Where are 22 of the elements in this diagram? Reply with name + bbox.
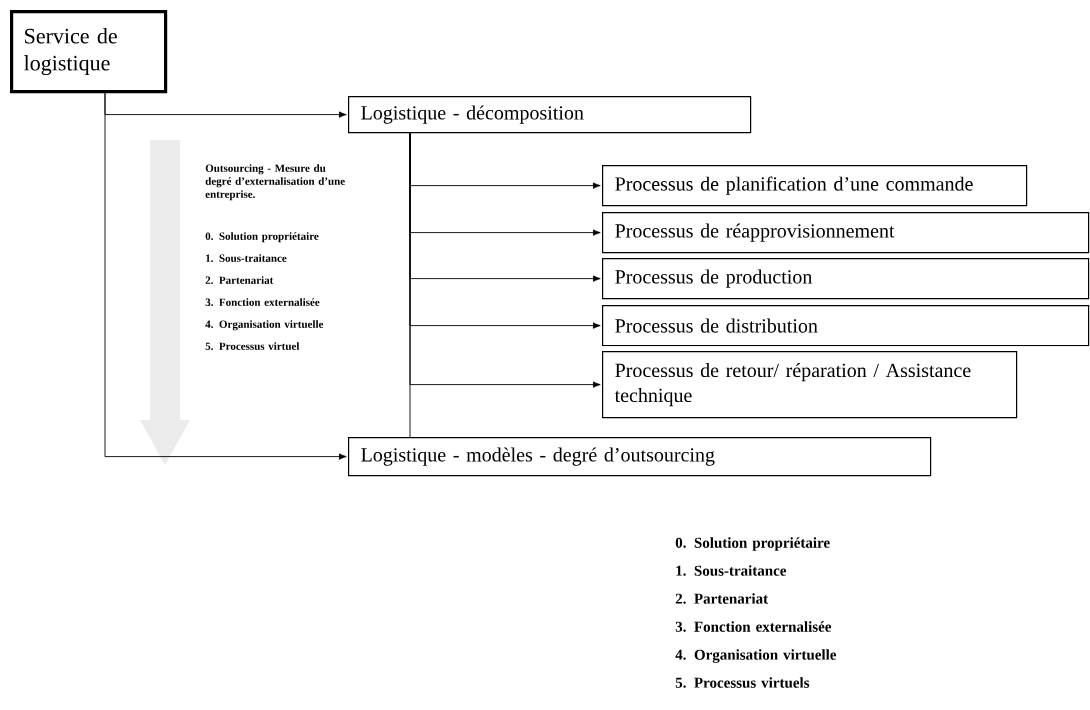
list-item: 4. Organisation virtuelle <box>205 320 324 331</box>
list-item: 2. Partenariat <box>205 276 274 284</box>
arrow <box>104 92 347 460</box>
list-item: 5. Processus virtuel <box>205 342 300 350</box>
service-box: Service de logistique <box>10 10 168 94</box>
process-box: Logistique - modèles - degré d’outsourcing <box>348 437 932 477</box>
process-box: Logistique - décomposition <box>348 96 752 134</box>
list-item: 3. Fonction externalisée <box>205 298 320 306</box>
list-item: 0. Solution propriétaire <box>675 537 830 551</box>
process-box: Processus de distribution <box>602 305 1090 347</box>
process-box: Processus de planification d’une commande <box>602 165 1028 207</box>
process-box: Processus de production <box>602 258 1090 300</box>
list-item: 4. Organisation virtuelle <box>675 649 837 663</box>
process-box: Processus de réapprovisionnement <box>602 212 1090 254</box>
description-text: Outsourcing - Mesure du degré d’externalisation d’une entreprise. <box>205 164 345 201</box>
list-item: 1. Sous-traitance <box>676 565 787 576</box>
list-item: 3. Fonction externalisée <box>675 621 832 632</box>
list-item: 2. Partenariat <box>675 593 769 604</box>
process-box: Processus de retour/ réparation / Assistance technique <box>602 351 1018 419</box>
list-item: 0. Solution propriétaire <box>205 232 319 243</box>
list-item: 5. Processus virtuels <box>675 677 810 688</box>
list-item: 1. Sous-traitance <box>206 254 287 262</box>
